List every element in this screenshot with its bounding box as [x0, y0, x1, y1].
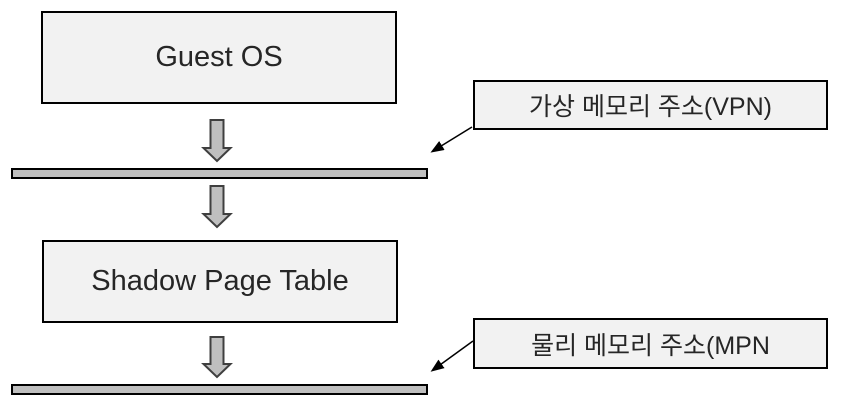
shadow-page-table-box: Shadow Page Table	[42, 240, 398, 323]
callout-arrow-icon	[430, 340, 474, 372]
vpn-address-bar	[11, 168, 428, 179]
guest-os-label: Guest OS	[155, 41, 283, 73]
vpn-callout-box: 가상 메모리 주소(VPN)	[473, 80, 828, 130]
down-block-arrow-icon	[201, 336, 233, 379]
down-block-arrow-icon	[201, 119, 233, 163]
down-block-arrow-icon	[201, 185, 233, 229]
shadow-page-table-label: Shadow Page Table	[91, 265, 349, 297]
mpn-callout-label: 물리 메모리 주소(MPN	[531, 331, 770, 360]
mpn-address-bar	[11, 384, 428, 395]
vpn-callout-label: 가상 메모리 주소(VPN)	[529, 93, 772, 121]
guest-os-box: Guest OS	[41, 11, 397, 104]
mpn-callout-box: 물리 메모리 주소(MPN	[473, 318, 828, 369]
callout-arrow-icon	[430, 126, 473, 153]
